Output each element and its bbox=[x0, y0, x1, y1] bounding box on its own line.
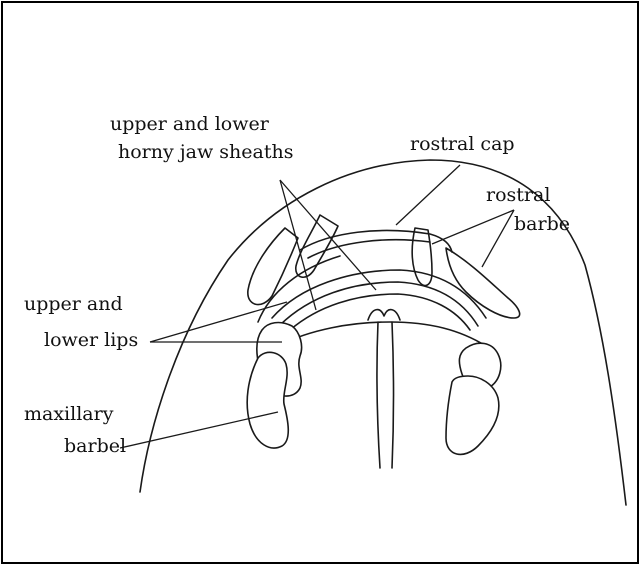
label-rostral-barbe-line2: barbe bbox=[514, 213, 570, 235]
left-maxillary-barbel bbox=[247, 352, 288, 448]
rostral-barbel-left bbox=[248, 228, 298, 305]
leader-rostral-barbe-2 bbox=[482, 210, 514, 267]
label-lips-line2: lower lips bbox=[44, 329, 138, 351]
rostral-barbel-right bbox=[446, 248, 520, 318]
label-jaw-sheaths-line2: horny jaw sheaths bbox=[118, 141, 293, 163]
leader-rostral-barbe-1 bbox=[432, 210, 514, 244]
label-rostral-barbe-line1: rostral bbox=[486, 184, 550, 206]
right-maxillary-barbel bbox=[446, 376, 499, 454]
rostral-barbel-center bbox=[412, 228, 432, 286]
leader-rostral-cap bbox=[396, 165, 460, 225]
head-outline bbox=[140, 160, 626, 505]
throat-line-right bbox=[392, 322, 394, 468]
rostral-barbel-center-left bbox=[296, 215, 338, 277]
label-rostral-cap: rostral cap bbox=[410, 133, 515, 155]
throat-line-left bbox=[377, 322, 380, 468]
mouth-notch bbox=[368, 310, 400, 320]
label-lips-line1: upper and bbox=[24, 293, 123, 315]
label-maxillary-line1: maxillary bbox=[24, 403, 114, 425]
lower-lip bbox=[280, 322, 486, 346]
label-maxillary-line2: barbel bbox=[64, 435, 126, 457]
label-jaw-sheaths-line1: upper and lower bbox=[110, 113, 270, 135]
